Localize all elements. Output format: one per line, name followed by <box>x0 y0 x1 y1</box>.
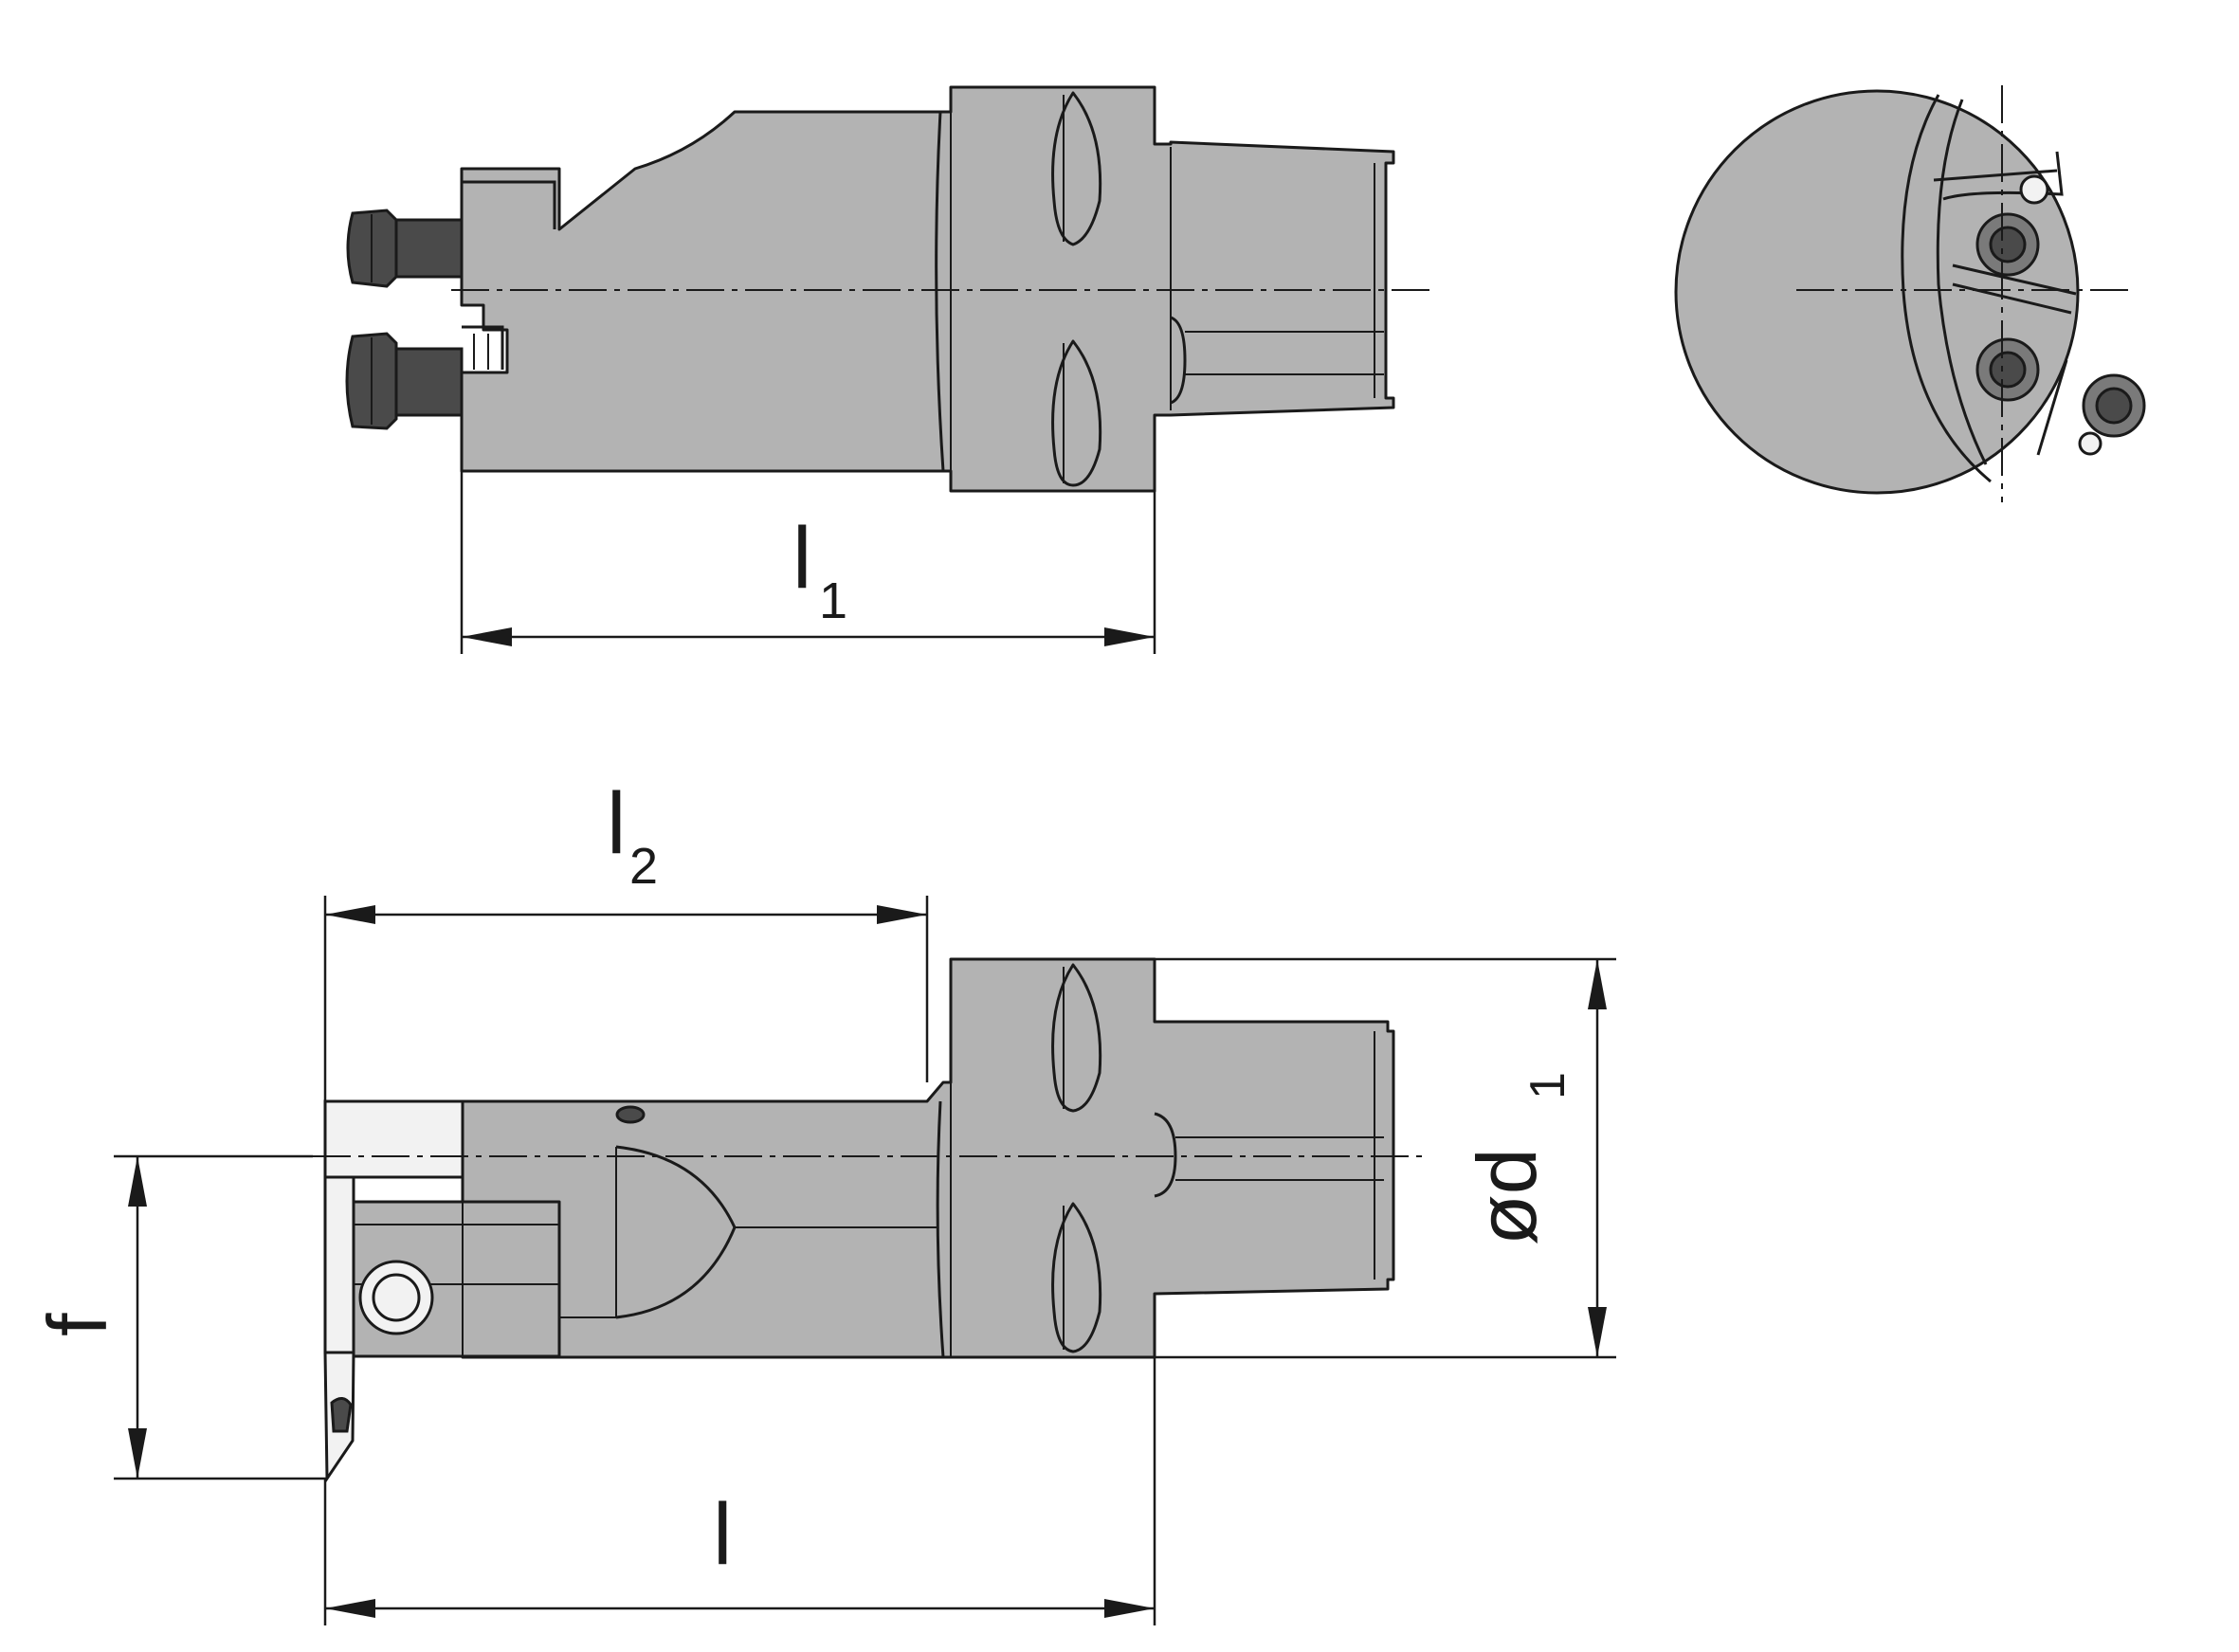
label-l2: l <box>607 775 626 872</box>
grip-slot-upper <box>1051 91 1102 246</box>
label-d1: ød <box>1460 1148 1554 1245</box>
dimension-l: l <box>323 1357 1156 1625</box>
clamp-screw-upper <box>346 209 464 288</box>
dimension-f: f <box>30 1154 327 1480</box>
tool-body-side <box>461 957 1395 1359</box>
top-view <box>345 85 1433 493</box>
insert-holder <box>323 1099 464 1179</box>
dimension-l2: l 2 <box>323 775 929 1101</box>
label-l2-sub: 2 <box>629 838 658 895</box>
side-view <box>313 957 1422 1483</box>
dimension-d1: ød 1 <box>1155 957 1616 1359</box>
dimension-l1: l 1 <box>460 471 1156 654</box>
label-l1: l <box>792 510 811 607</box>
label-f: f <box>30 1313 124 1336</box>
grip-slot-lower <box>1051 339 1102 487</box>
label-l1-sub: 1 <box>819 572 847 629</box>
clamp-screw-lower <box>345 332 464 430</box>
label-d1-sub: 1 <box>1520 1072 1575 1099</box>
label-l: l <box>713 1486 732 1583</box>
end-view <box>1674 85 2146 502</box>
